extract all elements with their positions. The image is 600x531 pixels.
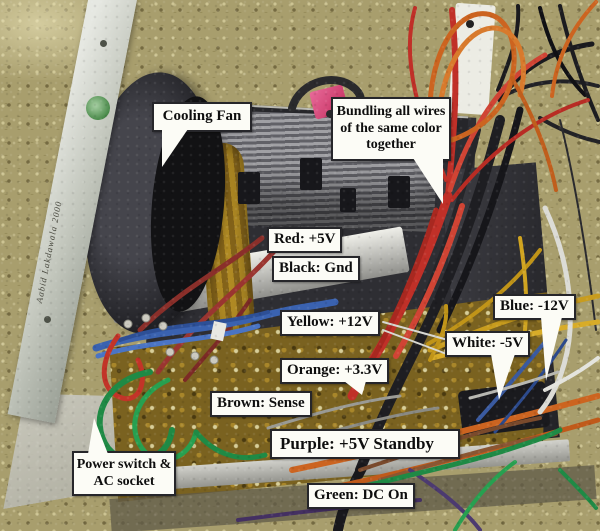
white-wires: [382, 205, 600, 415]
transistor: [300, 158, 322, 190]
callout-tail: [413, 157, 443, 204]
strip-hole: [466, 20, 474, 28]
callout-power-switch: Power switch & AC socket: [72, 418, 176, 497]
callout-blue-neg12v: Blue: -12V: [493, 294, 576, 381]
callout-orange-3v3: Orange: +3.3V: [280, 358, 390, 395]
callout-black-gnd: Black: Gnd: [272, 256, 360, 282]
callout-orange-3v3-label: Orange: +3.3V: [287, 362, 383, 378]
callout-bundling: Bundling all wires of the same color tog…: [331, 97, 451, 204]
switch-terminals: [123, 313, 219, 365]
callout-tail: [541, 316, 562, 381]
callout-tail: [491, 353, 515, 400]
blue-wire-bundle: [92, 298, 339, 359]
callout-brown-sense: Brown: Sense: [210, 391, 312, 417]
callout-yellow-12v-label: Yellow: +12V: [287, 314, 373, 330]
callout-blue-neg12v-label: Blue: -12V: [500, 298, 569, 314]
green-sticker: [86, 96, 110, 120]
callout-white-neg5v: White: -5V: [445, 331, 531, 400]
transistor: [388, 176, 410, 208]
callout-tail: [344, 380, 366, 395]
screw-hole: [44, 316, 51, 323]
callout-purple-standby: Purple: +5V Standby: [270, 429, 460, 460]
screw-hole: [100, 40, 107, 47]
callout-white-neg5v-label: White: -5V: [452, 335, 524, 351]
callout-tail: [162, 128, 188, 167]
callout-cooling-fan-label: Cooling Fan: [162, 108, 242, 124]
callout-yellow-12v: Yellow: +12V: [280, 310, 380, 336]
callout-tail: [88, 418, 108, 454]
callout-green-dc-on-label: Green: DC On: [314, 487, 408, 503]
callout-black-gnd-label: Black: Gnd: [279, 260, 353, 276]
callout-red-5v: Red: +5V: [267, 227, 343, 253]
red-switch-loop: [101, 333, 145, 402]
callout-bundling-label: Bundling all wires of the same color tog…: [336, 104, 446, 153]
callout-brown-sense-label: Brown: Sense: [217, 395, 305, 411]
callout-purple-standby-label: Purple: +5V Standby: [280, 434, 434, 453]
transistor: [340, 188, 356, 212]
callout-red-5v-label: Red: +5V: [274, 231, 336, 247]
callout-cooling-fan: Cooling Fan: [152, 102, 252, 167]
callout-green-dc-on: Green: DC On: [307, 483, 415, 509]
callout-power-switch-label: Power switch & AC socket: [76, 457, 172, 489]
transistor: [238, 172, 260, 204]
